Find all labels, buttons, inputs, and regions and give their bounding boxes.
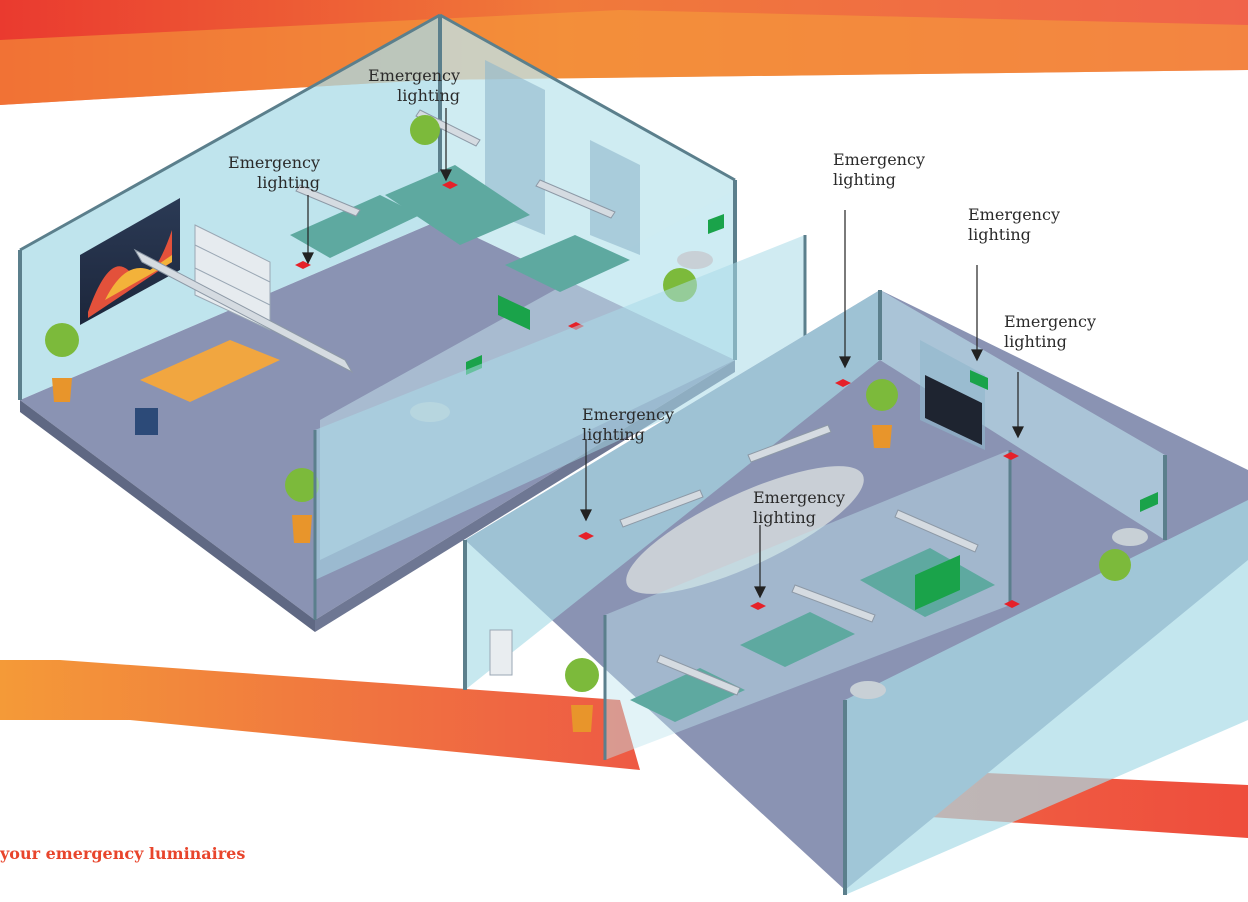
footer-caption: your emergency luminaires [0,844,246,863]
emergency-lighting-label-7: Emergency lighting [753,488,845,527]
top-orange-band [0,0,1248,105]
bottom-orange-band [0,660,640,770]
callout-arrows [302,108,1024,599]
emergency-lighting-label-6: Emergency lighting [582,405,674,444]
emergency-lighting-label-2: Emergency lighting [228,153,320,192]
right-office [463,290,1248,895]
emergency-lighting-label-3: Emergency lighting [833,150,925,189]
emergency-lighting-label-1: Emergency lighting [368,66,460,105]
left-office [18,13,737,632]
middle-glass-wall [313,235,807,620]
emergency-lighting-label-4: Emergency lighting [968,205,1060,244]
emergency-lighting-label-5: Emergency lighting [1004,312,1096,351]
